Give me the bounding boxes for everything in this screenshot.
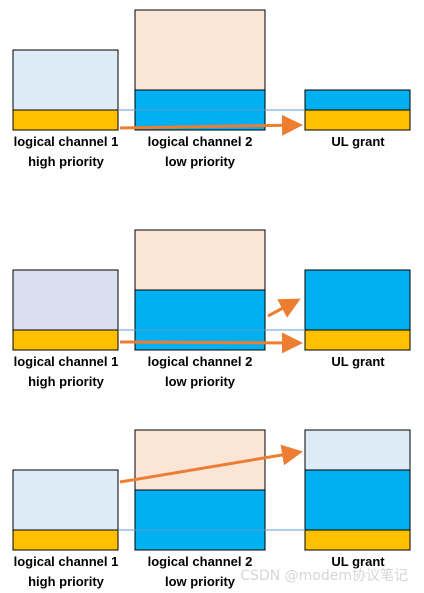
lc2-label-line1: logical channel 2: [148, 134, 253, 149]
lc1-empty-space: [12, 469, 119, 531]
grant-blue-part: [304, 89, 411, 111]
watermark: CSDN @modem协议笔记: [240, 568, 408, 584]
grant-yellow-part: [304, 329, 411, 351]
lc1-label-line2: high priority: [28, 374, 105, 389]
ul-grant-block: [304, 269, 411, 351]
lc2-empty-space: [134, 9, 266, 91]
ul-grant-block: [304, 89, 411, 131]
lc2-data: [134, 489, 266, 551]
lc1-buffer: [12, 49, 119, 131]
lc1-data: [12, 529, 119, 551]
lc2-label-line2: low priority: [165, 154, 236, 169]
ul-grant-label: UL grant: [331, 554, 385, 569]
grant-blue-part: [304, 269, 411, 331]
lc2-buffer: [134, 429, 266, 551]
lc1-label-line2: high priority: [28, 154, 105, 169]
grant-empty-part: [304, 429, 411, 471]
lc2-empty-space: [134, 229, 266, 291]
grant-yellow-part: [304, 529, 411, 551]
lc2-buffer: [134, 9, 266, 131]
lc1-label-line2: high priority: [28, 574, 105, 589]
lc1-data: [12, 329, 119, 351]
scenario-2: logical channel 1 high priority logical …: [12, 229, 411, 389]
mapping-arrow: [119, 444, 303, 484]
lc1-label-line1: logical channel 1: [14, 134, 119, 149]
lc1-label-line1: logical channel 1: [14, 554, 119, 569]
lc1-mapping-arrow: [119, 332, 303, 354]
lc2-buffer: [134, 229, 266, 351]
lc1-label-line1: logical channel 1: [14, 354, 119, 369]
ul-grant-block: [304, 429, 411, 551]
scenario-1: logical channel 1 high priority logical …: [12, 9, 411, 169]
lc1-buffer: [12, 469, 119, 551]
lc1-empty-space: [12, 49, 119, 111]
lc1-empty-space: [12, 269, 119, 331]
ul-grant-label: UL grant: [331, 354, 385, 369]
lc2-data: [134, 289, 266, 351]
lc2-label-line2: low priority: [165, 374, 236, 389]
ul-grant-label: UL grant: [331, 134, 385, 149]
lc2-label-line1: logical channel 2: [148, 554, 253, 569]
scenario-3: logical channel 1 high priority logical …: [12, 429, 411, 589]
lc1-data: [12, 109, 119, 131]
lc2-label-line2: low priority: [165, 574, 236, 589]
lc2-label-line1: logical channel 2: [148, 354, 253, 369]
lc2-mapping-arrow: [267, 298, 301, 318]
lc1-buffer: [12, 269, 119, 351]
grant-blue-part: [304, 469, 411, 531]
grant-yellow-part: [304, 109, 411, 131]
mapping-arrow: [119, 114, 303, 136]
